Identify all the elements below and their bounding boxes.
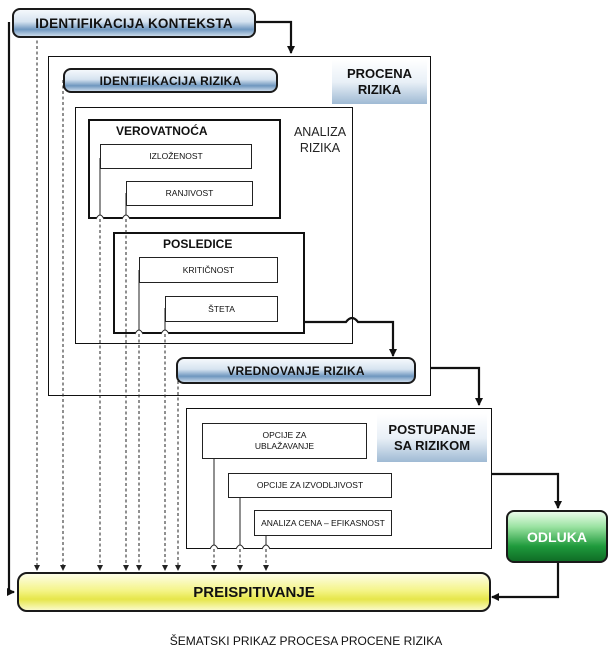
preispitivanje-box: PREISPITIVANJE — [17, 572, 491, 612]
line-hop — [134, 329, 144, 335]
postupanje-line1: POSTUPANJE — [388, 422, 476, 437]
odluka-box: ODLUKA — [506, 510, 608, 563]
line-hop — [121, 214, 131, 220]
arrow-odluka-to-preispitivanje — [491, 563, 560, 601]
opcije-ublazavanje-line2: UBLAŽAVANJE — [254, 441, 315, 451]
line-hop — [209, 544, 219, 550]
opcije-izvodljivost-box: OPCIJE ZA IZVODLJIVOST — [228, 473, 392, 498]
diagram-caption: ŠEMATSKI PRIKAZ PROCESA PROCENE RIZIKA — [169, 634, 443, 648]
preispitivanje-label: PREISPITIVANJE — [193, 583, 315, 601]
arrow-kontekst-to-preispitivanje — [7, 22, 15, 596]
line-hop — [160, 329, 170, 335]
line-hop — [261, 544, 271, 550]
identifikacija-konteksta-box: IDENTIFIKACIJA KONTEKSTA — [12, 8, 256, 38]
ranjivost-box: RANJIVOST — [126, 181, 253, 206]
kriticnost-box: KRITIČNOST — [139, 257, 278, 283]
postupanje-line2: SA RIZIKOM — [393, 438, 471, 453]
identifikacija-konteksta-label: IDENTIFIKACIJA KONTEKSTA — [35, 15, 233, 31]
analiza-rizika-label: ANALIZA RIZIKA — [285, 124, 355, 156]
vrednovanje-rizika-label: VREDNOVANJE RIZIKA — [227, 363, 365, 378]
identifikacija-rizika-label: IDENTIFIKACIJA RIZIKA — [99, 73, 242, 88]
verovatnoca-title: VEROVATNOĆA — [116, 124, 208, 138]
analiza-rizika-line1: ANALIZA — [293, 125, 347, 139]
analiza-cena-efikasnost-box: ANALIZA CENA – EFIKASNOST — [254, 510, 392, 536]
procena-rizika-line2: RIZIKA — [357, 82, 402, 97]
analiza-rizika-line2: RIZIKA — [299, 141, 341, 155]
identifikacija-rizika-box: IDENTIFIKACIJA RIZIKA — [63, 68, 278, 93]
izlozenost-box: IZLOŽENOST — [100, 144, 252, 169]
line-hop — [235, 544, 245, 550]
posledice-title: POSLEDICE — [163, 237, 233, 251]
odluka-label: ODLUKA — [527, 528, 587, 545]
opcije-ublazavanje-line1: OPCIJE ZA — [262, 430, 307, 440]
arrow-vrednovanje-to-postupanje — [431, 366, 483, 406]
arrow-kontekst-to-procena — [256, 20, 295, 54]
procena-rizika-line1: PROCENA — [346, 66, 412, 81]
vrednovanje-rizika-box: VREDNOVANJE RIZIKA — [176, 357, 416, 384]
line-hop — [95, 214, 105, 220]
arrow-posledice-to-vrednovanje — [305, 316, 397, 357]
arrow-postupanje-to-odluka — [492, 472, 562, 509]
steta-box: ŠTETA — [165, 296, 278, 322]
